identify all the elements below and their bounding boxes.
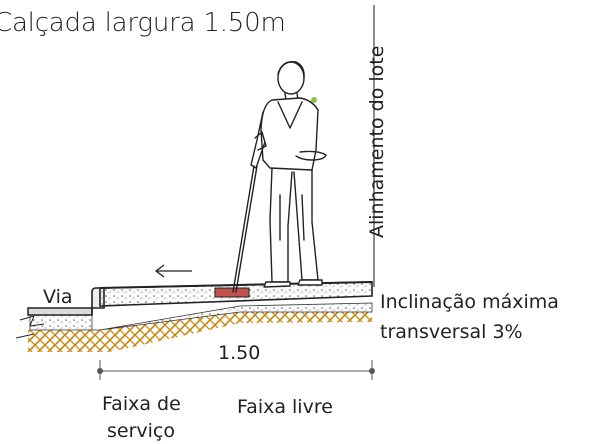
service-zone-label-line2: serviço (107, 420, 175, 442)
dimension-value: 1.50 (218, 342, 261, 364)
lot-alignment-label: Alinhamento do lote (366, 45, 388, 238)
pedestrian-with-cane-icon (232, 61, 327, 293)
diagram-title: Calçada largura 1.50m (0, 8, 286, 38)
free-zone-label: Faixa livre (237, 396, 333, 418)
road-label: Via (43, 286, 73, 308)
tactile-strip (214, 287, 250, 298)
slope-label-line2: transversal 3% (380, 321, 523, 343)
break-line (19, 315, 45, 327)
gravel-base (29, 302, 373, 331)
slope-label-line1: Inclinação máxima (380, 291, 559, 313)
service-zone-label-line1: Faixa de (102, 393, 181, 415)
direction-arrow-left-icon (154, 264, 192, 278)
dimension-line (97, 360, 375, 380)
soil-layer (28, 312, 372, 352)
road-surface (27, 307, 93, 316)
